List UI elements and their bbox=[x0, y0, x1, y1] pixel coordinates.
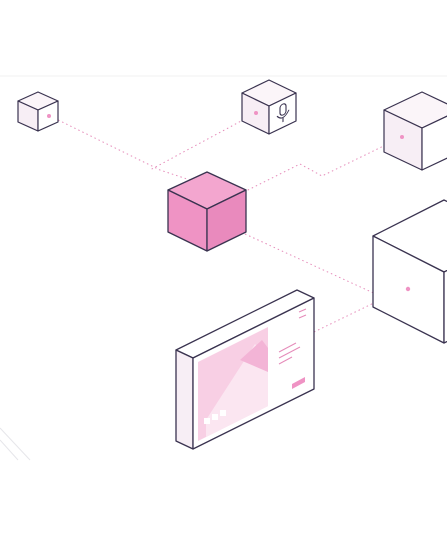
voice-cube bbox=[241, 79, 297, 135]
decorative-lines bbox=[0, 427, 31, 461]
connector-right-cube bbox=[239, 136, 403, 195]
connector-screen bbox=[313, 299, 381, 333]
display-device bbox=[175, 289, 315, 450]
right-cube bbox=[383, 91, 447, 171]
microphone-icon bbox=[276, 103, 290, 123]
screen-text-lines bbox=[278, 308, 307, 365]
dot-icon bbox=[47, 114, 51, 118]
connector-voice-cube bbox=[149, 112, 257, 171]
screen-button bbox=[292, 377, 305, 389]
connector-small-cube bbox=[49, 115, 191, 181]
hub-cube bbox=[167, 171, 247, 252]
small-cube bbox=[17, 91, 59, 132]
large-cube bbox=[372, 199, 447, 344]
